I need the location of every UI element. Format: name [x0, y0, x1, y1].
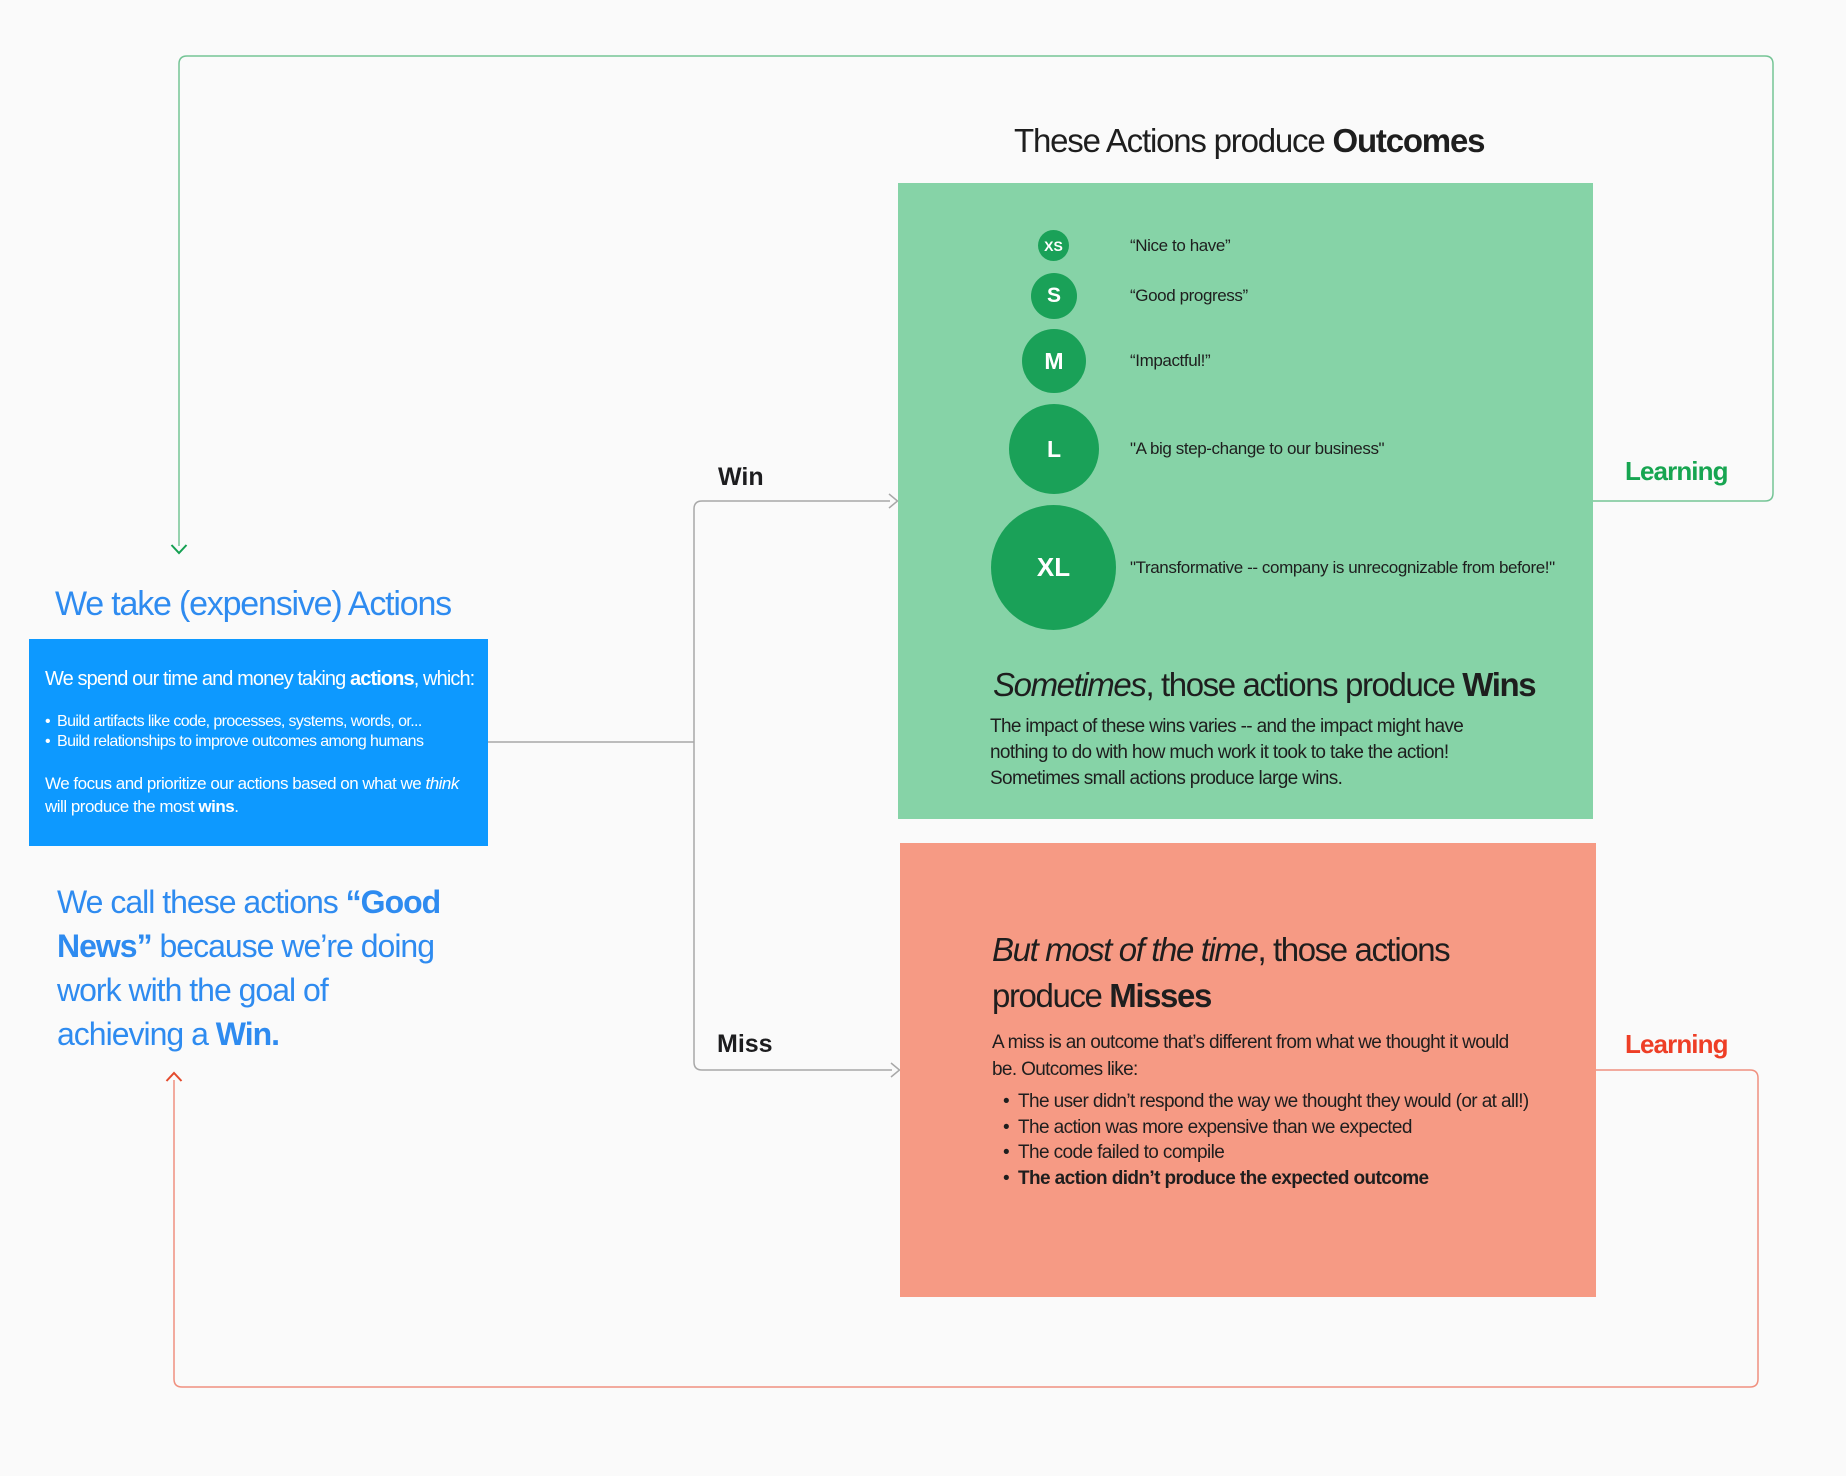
outcome-quote-xs: “Nice to have”	[1130, 236, 1231, 255]
win-learning-label: Learning	[1625, 456, 1728, 486]
green-arrowhead-icon	[170, 544, 188, 555]
miss-branch-label: Miss	[717, 1030, 773, 1058]
list-item: The action was more expensive than we ex…	[1003, 1115, 1529, 1141]
outcome-size-bubble-xs: XS	[1038, 230, 1069, 261]
outcome-size-bubble-m: M	[1022, 329, 1086, 393]
list-item: The user didn’t respond the way we thoug…	[1003, 1089, 1529, 1115]
list-item: Build artifacts like code, processes, sy…	[45, 712, 423, 733]
outcome-size-bubble-s: S	[1031, 273, 1077, 319]
outcome-size-bubble-xl: XL	[991, 505, 1116, 630]
list-item: The action didn’t produce the expected o…	[1003, 1166, 1529, 1192]
good-news-caption: We call these actions “Good News” becaus…	[57, 884, 441, 1052]
outcome-quote-s: “Good progress”	[1130, 286, 1248, 305]
actions-card-focus: We focus and prioritize our actions base…	[45, 774, 459, 816]
win-branch-label: Win	[718, 463, 764, 491]
miss-learning-feedback-line	[173, 1069, 1759, 1388]
list-item: Build relationships to improve outcomes …	[45, 732, 424, 753]
win-arrowhead-icon	[888, 493, 899, 509]
branch-bracket-line	[693, 500, 892, 1071]
misses-heading: But most of the time, those actions prod…	[992, 931, 1451, 1014]
outcomes-title: These Actions produce Outcomes	[1014, 122, 1485, 159]
actions-card-intro: We spend our time and money taking actio…	[45, 668, 475, 690]
red-arrowhead-icon	[165, 1071, 183, 1082]
misses-bullets: The user didn’t respond the way we thoug…	[1003, 1089, 1529, 1191]
wins-body: The impact of these wins varies -- and t…	[990, 716, 1464, 789]
outcome-quote-l: "A big step-change to our business"	[1130, 439, 1385, 458]
actions-card-bullets: Build artifacts like code, processes, sy…	[45, 712, 424, 753]
list-item: The code failed to compile	[1003, 1140, 1529, 1166]
outcome-size-bubble-l: L	[1009, 404, 1099, 494]
miss-arrowhead-icon	[890, 1062, 901, 1078]
outcome-quote-m: “Impactful!”	[1130, 351, 1211, 370]
wins-heading: Sometimes, those actions produce Wins	[993, 666, 1537, 703]
miss-learning-label: Learning	[1625, 1029, 1728, 1059]
misses-panel: But most of the time, those actions prod…	[900, 843, 1596, 1297]
outcome-quote-xl: "Transformative -- company is unrecogniz…	[1130, 558, 1555, 577]
actions-title: We take (expensive) Actions	[55, 585, 452, 623]
wins-panel: XS S M L XL “Nice to have” “Good progres…	[898, 183, 1593, 819]
win-learning-feedback-line	[178, 55, 1774, 546]
actions-card: We spend our time and money taking actio…	[29, 639, 488, 846]
misses-body: A miss is an outcome that’s different fr…	[992, 1032, 1509, 1080]
